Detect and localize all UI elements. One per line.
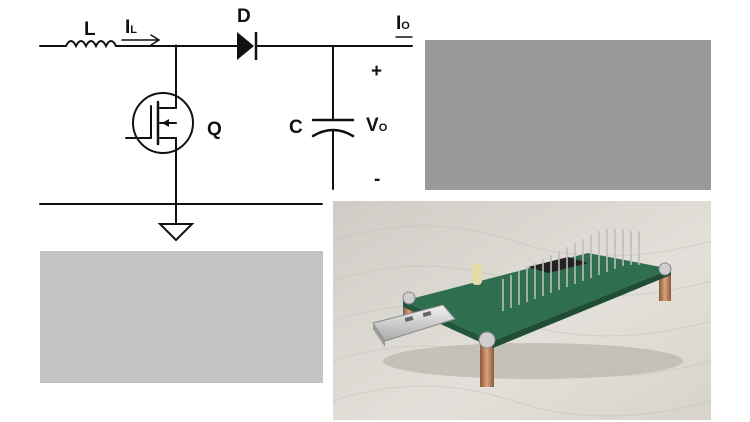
inductor-current-subscript: L <box>130 24 138 36</box>
placeholder-block-top-right <box>425 40 711 190</box>
switch-label: Q <box>207 119 222 140</box>
placeholder-block-bottom-left <box>40 251 323 383</box>
capacitor-label: C <box>289 117 303 138</box>
fabric-pattern <box>333 225 711 417</box>
diode-symbol <box>237 32 254 60</box>
dev-board-photo <box>333 201 711 420</box>
led <box>472 263 482 285</box>
output-current-subscript: O <box>401 20 410 32</box>
plus-label: + <box>371 61 383 82</box>
output-voltage-symbol: V <box>366 115 379 136</box>
usb-hole-2 <box>422 311 432 317</box>
usb-connector-side <box>373 323 385 347</box>
output-current-label: IO <box>396 14 410 33</box>
output-voltage-subscript: O <box>378 122 388 134</box>
screw-head-right <box>658 262 672 276</box>
pcb-board <box>403 253 671 341</box>
screw-head-left <box>402 291 416 305</box>
inductor-current-label: IL <box>125 18 137 37</box>
inductor-current-symbol: I <box>125 17 131 38</box>
mosfet-arrow <box>162 119 169 127</box>
usb-hole-1 <box>404 316 414 322</box>
inductor-symbol <box>65 40 117 49</box>
screw-head-front <box>478 331 496 349</box>
standoff-front <box>480 341 494 387</box>
inductor-current-arrowhead <box>150 34 161 46</box>
header-pins <box>502 229 640 311</box>
output-voltage-label: VO <box>366 116 387 135</box>
switch-node-dot <box>174 44 178 48</box>
diode-label: D <box>237 6 251 27</box>
output-current-symbol: I <box>396 13 402 34</box>
minus-label: - <box>374 169 381 190</box>
mosfet-body <box>132 92 194 154</box>
board-shadow <box>383 343 683 379</box>
inductor-label: L <box>84 19 96 40</box>
pcb-edge <box>493 269 671 348</box>
standoff-right <box>659 273 671 301</box>
ground-symbol <box>157 223 195 242</box>
